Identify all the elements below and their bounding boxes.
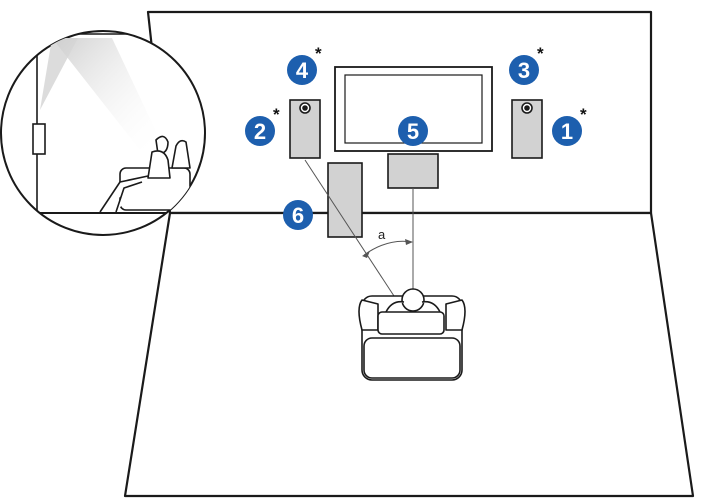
svg-text:*: * xyxy=(315,44,322,63)
reflected-sound-beam xyxy=(52,38,160,150)
badge-6: 6 xyxy=(283,200,313,230)
speaker-front-right xyxy=(511,99,543,159)
svg-text:5: 5 xyxy=(407,119,419,144)
svg-text:*: * xyxy=(273,105,280,124)
side-speaker xyxy=(32,123,46,155)
svg-text:4: 4 xyxy=(296,58,309,83)
badge-1: 1 * xyxy=(552,105,587,146)
svg-text:6: 6 xyxy=(292,203,304,228)
angle-label: a xyxy=(378,227,386,242)
listening-lines xyxy=(304,159,414,297)
speaker-center xyxy=(387,153,439,189)
badge-5: 5 xyxy=(398,116,428,146)
subwoofer xyxy=(327,162,363,238)
svg-text:3: 3 xyxy=(518,58,530,83)
svg-text:*: * xyxy=(580,105,587,124)
seated-listener xyxy=(99,135,191,213)
badge-3: 3 * xyxy=(509,44,544,85)
svg-text:*: * xyxy=(537,44,544,63)
svg-text:2: 2 xyxy=(254,119,266,144)
svg-text:1: 1 xyxy=(561,119,573,144)
speakers xyxy=(289,99,543,238)
badge-2: 2 * xyxy=(245,105,280,146)
speaker-front-left xyxy=(289,99,321,159)
badge-4: 4 * xyxy=(287,44,322,85)
listener-armchair xyxy=(358,288,466,381)
